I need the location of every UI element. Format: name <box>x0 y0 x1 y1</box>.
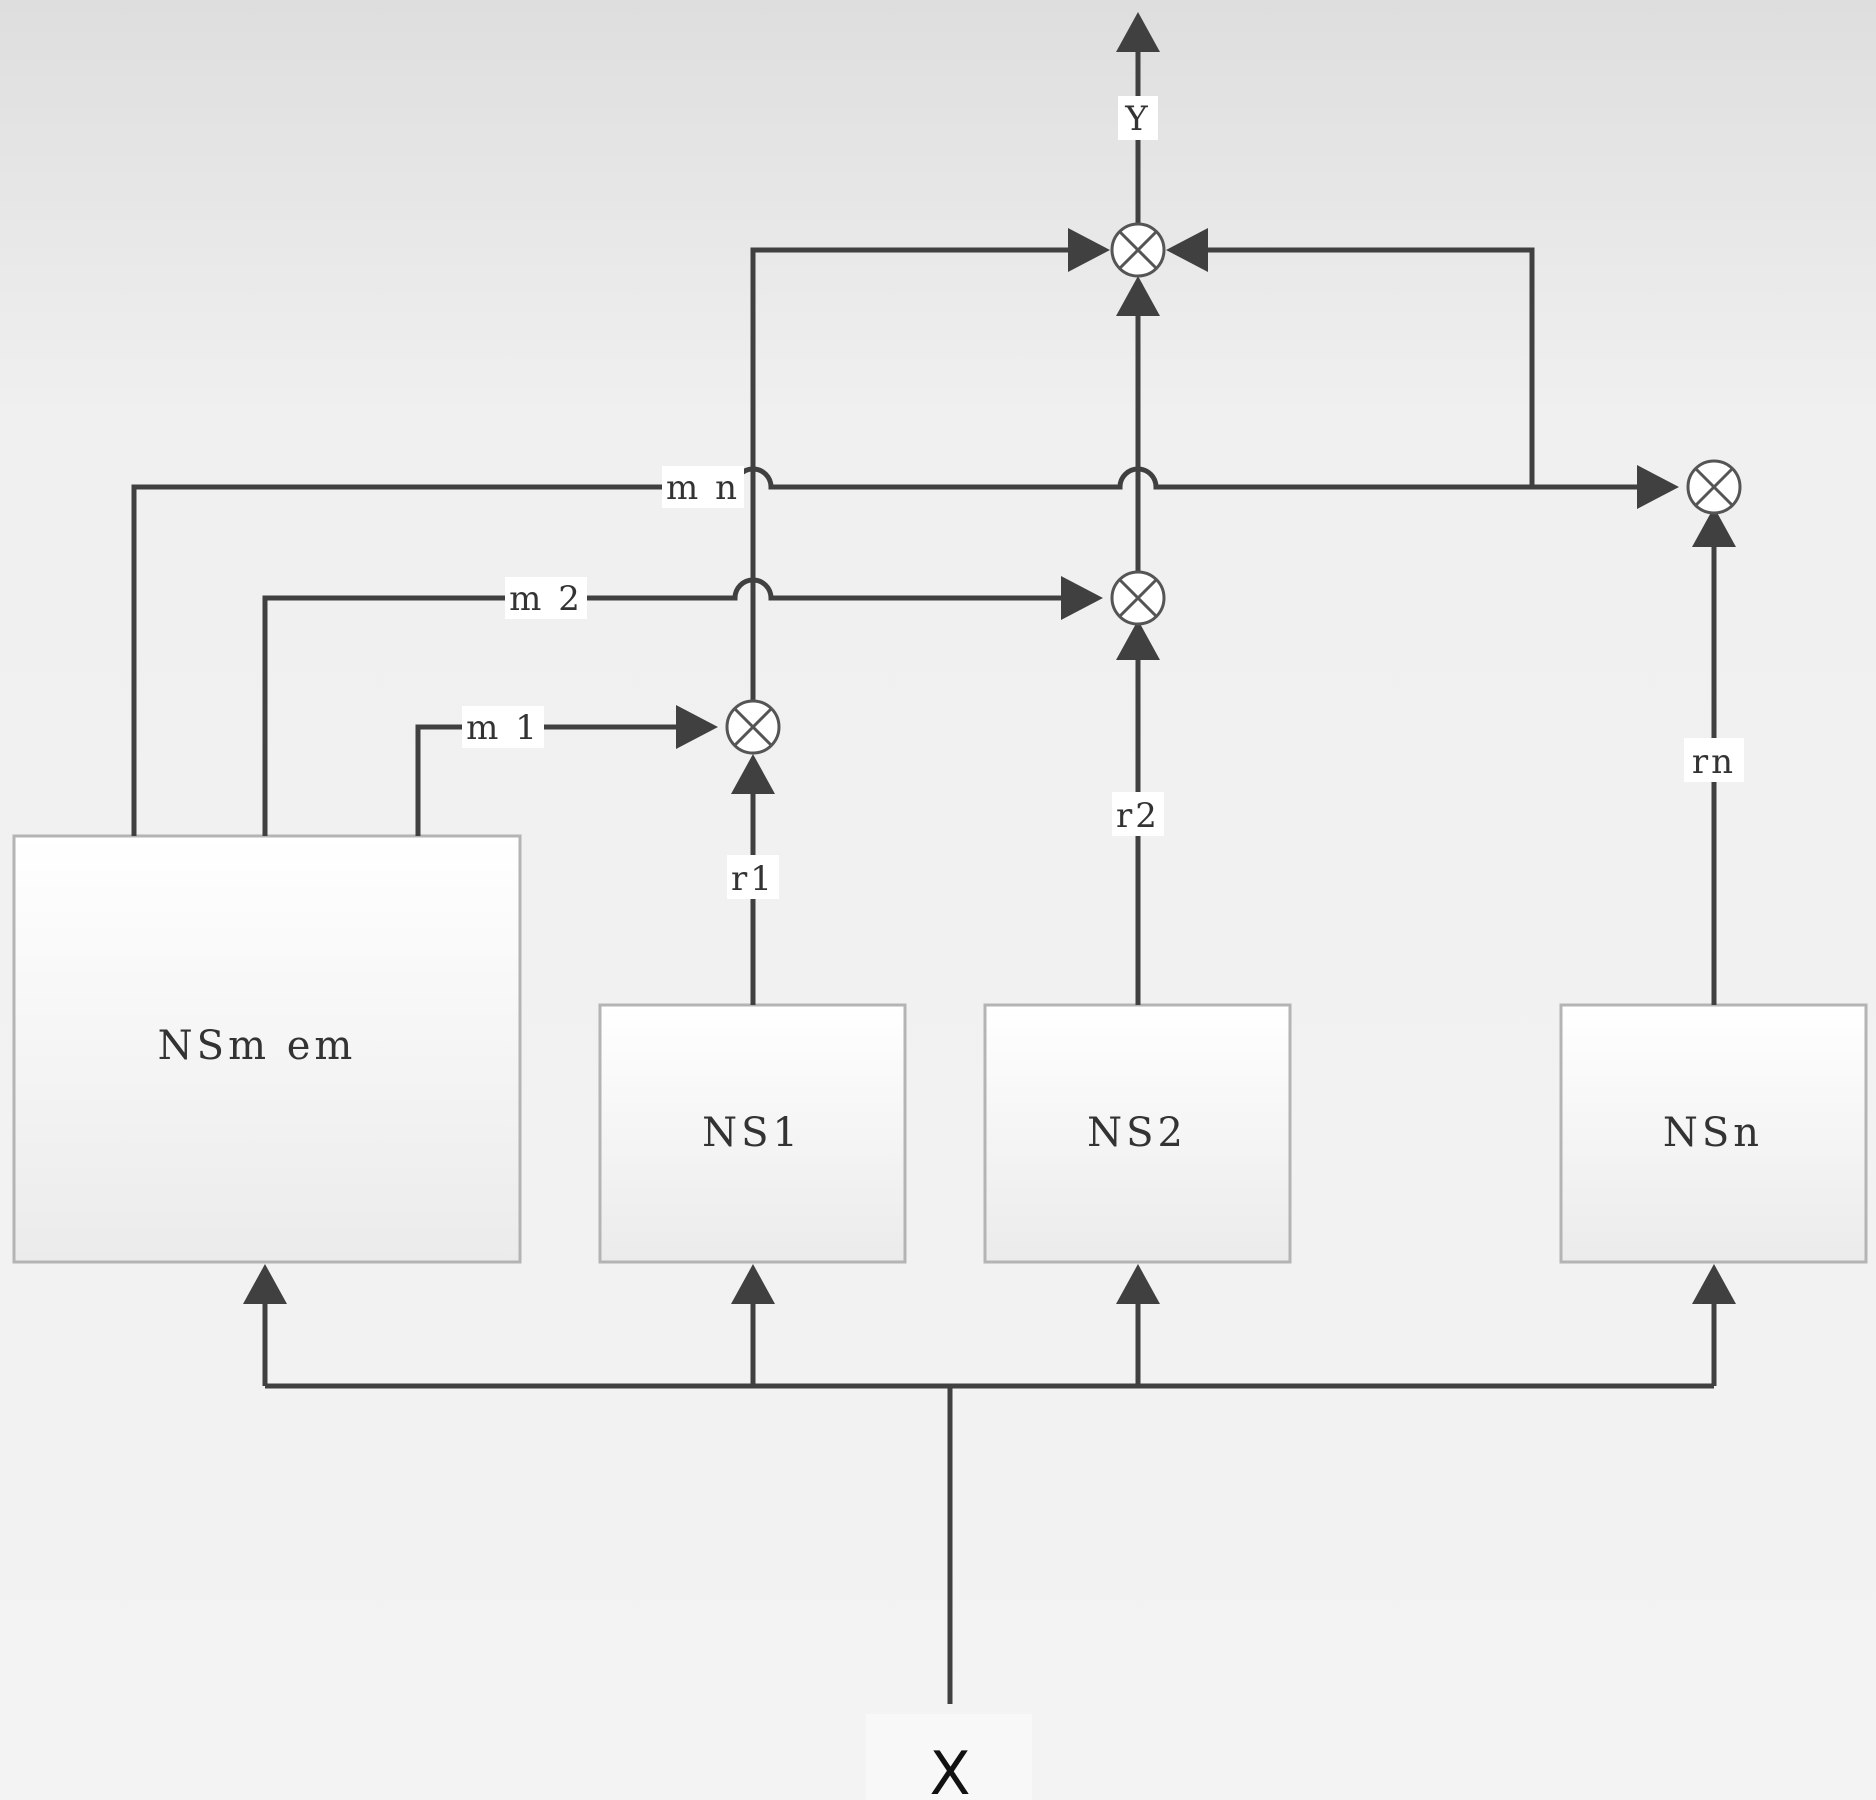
rn-wire: rn <box>1684 507 1744 1005</box>
box-ns1-label: NS1 <box>702 1110 802 1156</box>
x-label: X <box>929 1739 970 1800</box>
arrow-into-ns2 <box>1116 1264 1160 1304</box>
rn-label: rn <box>1692 742 1736 782</box>
multn-to-output-wire <box>1166 228 1535 487</box>
m1-wire: m 1 <box>415 705 718 836</box>
multiplier-n <box>1686 459 1742 515</box>
multiplier-2 <box>1110 570 1166 626</box>
multiplier-1 <box>725 699 781 755</box>
box-nsn-label: NSn <box>1663 1110 1763 1156</box>
mn-label: m n <box>666 468 740 508</box>
m2-label: m 2 <box>509 579 583 619</box>
arrow-into-ns1 <box>731 1264 775 1304</box>
box-ns2: NS2 <box>983 1003 1292 1264</box>
box-ns1: NS1 <box>598 1003 907 1264</box>
r2-wire: r2 <box>1112 620 1164 1005</box>
mn-wire: m n <box>131 465 1679 836</box>
r2-label: r2 <box>1116 796 1160 836</box>
box-nsn: NSn <box>1559 1003 1868 1264</box>
output-wire: Y <box>1116 12 1160 224</box>
y-label: Y <box>1124 99 1150 139</box>
m1-label: m 1 <box>466 708 540 748</box>
box-nsmem-label: NSm em <box>158 1023 357 1069</box>
input-x: X <box>866 1714 1032 1800</box>
multiplier-output <box>1110 222 1166 278</box>
r1-wire: r1 <box>727 754 779 1005</box>
mult1-to-output-wire <box>750 228 1110 701</box>
m2-wire: m 2 <box>262 576 1103 836</box>
r1-label: r1 <box>731 859 775 899</box>
mult2-to-output-wire <box>1116 276 1160 572</box>
input-bus <box>243 1264 1736 1704</box>
arrow-into-nsmem <box>243 1264 287 1304</box>
box-ns2-label: NS2 <box>1087 1110 1187 1156</box>
box-nsmem: NSm em <box>12 834 522 1264</box>
arrow-into-nsn <box>1692 1264 1736 1304</box>
